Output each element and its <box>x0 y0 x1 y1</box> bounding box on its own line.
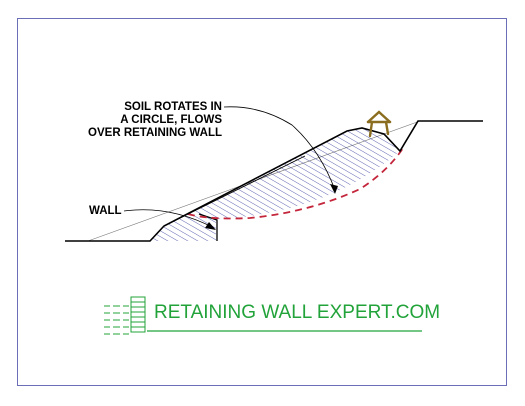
drawing-frame <box>17 18 507 386</box>
sliding-soil-mass <box>150 128 400 241</box>
ground-profile <box>65 120 483 242</box>
soil-callout-line-2: A CIRCLE, FLOWS <box>120 114 222 126</box>
soil-callout-leader <box>223 106 336 191</box>
logo-text: RETAINING WALL EXPERT.COM <box>154 302 441 323</box>
soil-callout-arrowhead <box>330 184 338 194</box>
wall-callout-leader <box>123 209 215 229</box>
wall-callout: WALL <box>89 205 122 217</box>
gazebo-icon <box>366 110 392 138</box>
retaining-wall <box>198 213 218 241</box>
soil-rotation-callout: SOIL ROTATES IN A CIRCLE, FLOWS OVER RET… <box>62 101 222 140</box>
wall-callout-arrowhead <box>205 222 216 230</box>
retaining-wall-logo-icon <box>104 296 146 335</box>
slip-surface <box>187 147 404 220</box>
soil-callout-line-3: OVER RETAINING WALL <box>88 127 222 139</box>
soil-callout-line-1: SOIL ROTATES IN <box>124 101 222 113</box>
